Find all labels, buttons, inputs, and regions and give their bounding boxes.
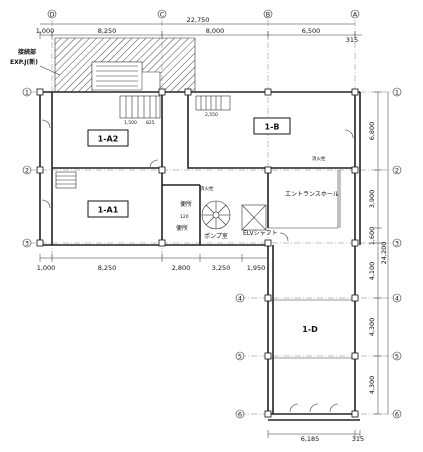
entrance-hall-label: エントランスホール	[285, 191, 339, 198]
stair-b	[195, 95, 231, 111]
bottom-dimensions: 6,185 315	[267, 430, 364, 443]
dim-top-5: 315	[346, 36, 358, 44]
room-1-b-label: 1-B	[265, 123, 280, 132]
dim-bottom-1: 6,185	[301, 435, 320, 443]
expansion-joint-area	[54, 37, 196, 93]
axis-label-4-right: 4	[395, 295, 399, 303]
axis-label-3-right: 3	[395, 240, 399, 248]
fire-hydrant-label-2: 消火栓	[200, 185, 214, 192]
axis-label-1-right: 1	[395, 89, 399, 97]
stair-a1	[55, 171, 77, 189]
axis-label-5-right: 5	[395, 353, 399, 361]
stair-a2-width: 1,500	[124, 120, 137, 126]
top-dimensions: 22,750 1,000 8,250 8,000 6,500 315	[36, 16, 362, 44]
stair-a2	[119, 95, 161, 119]
dim-right-2: 3,900	[368, 190, 376, 209]
dim-top-3: 8,000	[206, 27, 225, 35]
axis-label-d: D	[49, 11, 54, 19]
joint-label-line1: 接続部	[17, 48, 36, 56]
elevator-shaft	[241, 204, 267, 231]
dim-bottom-2: 315	[352, 435, 364, 443]
dim-mid-4: 3,250	[212, 264, 231, 272]
room-1-b: 1-B	[253, 117, 291, 135]
mark-120: 120	[180, 214, 189, 220]
axis-label-a: A	[353, 11, 358, 19]
axis-label-6-right: 6	[395, 411, 399, 419]
dim-top-2: 8,250	[98, 27, 117, 35]
axis-label-5-left: 5	[238, 353, 242, 361]
room-1-a1: 1-A1	[87, 200, 129, 218]
dim-top-total: 22,750	[187, 16, 210, 24]
elevator-shaft-label: ELVシャフト	[243, 230, 278, 237]
right-dimensions: 6,800 3,900 1,600 4,100 4,300 4,300 24,2…	[368, 91, 389, 415]
axis-label-4-left: 4	[238, 295, 242, 303]
dim-right-4: 4,100	[368, 262, 376, 281]
dim-right-1: 6,800	[368, 122, 376, 141]
axis-markers-left: 1 2 3 4 5 6	[22, 87, 245, 419]
dim-right-total: 24,200	[380, 242, 388, 265]
axis-label-3-left: 3	[25, 240, 29, 248]
room-1-d-label: 1-D	[302, 325, 318, 334]
mid-dimensions: 1,000 8,250 2,800 3,250 1,950	[37, 254, 269, 272]
fire-hydrant-label-1: 消火栓	[312, 155, 326, 162]
joint-label-line2: EXP.J(新)	[10, 58, 38, 66]
axis-label-2-left: 2	[25, 167, 29, 175]
axis-markers-right: 1 2 3 4 5 6	[392, 87, 402, 419]
doors	[41, 119, 354, 413]
axis-label-2-right: 2	[395, 167, 399, 175]
room-1-a1-label: 1-A1	[98, 206, 119, 215]
room-1-a2-label: 1-A2	[98, 135, 119, 144]
dim-top-4: 6,500	[302, 27, 321, 35]
dim-mid-2: 8,250	[98, 264, 117, 272]
dim-right-3: 1,600	[368, 227, 376, 246]
dim-mid-5: 1,950	[247, 264, 266, 272]
dim-mid-3: 2,800	[172, 264, 191, 272]
room-1-a2: 1-A2	[87, 129, 129, 147]
stair-a2-depth: 825	[146, 120, 155, 126]
dim-top-1: 1,000	[36, 27, 55, 35]
axis-label-1-left: 1	[25, 89, 29, 97]
axis-label-b: B	[266, 11, 270, 19]
spiral-stair	[201, 200, 231, 230]
dim-right-6: 4,300	[368, 376, 376, 395]
columns	[36, 88, 359, 418]
pump-room-label: ポンプ室	[204, 232, 228, 240]
axis-label-6-left: 6	[238, 411, 242, 419]
dim-right-5: 4,300	[368, 318, 376, 337]
toilet-label-1: 便所	[180, 200, 192, 208]
axis-markers-top: D C B A	[47, 9, 360, 19]
dim-mid-1: 1,000	[37, 264, 56, 272]
axis-label-c: C	[160, 11, 165, 19]
stair-b-width: 2,550	[205, 112, 218, 118]
toilet-label-2: 便所	[176, 224, 188, 232]
